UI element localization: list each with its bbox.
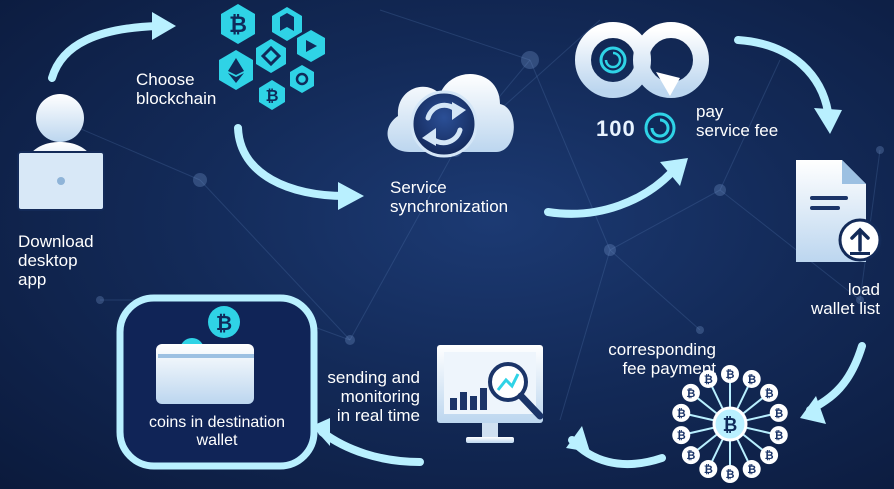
hub-node	[760, 383, 779, 402]
bitcoin-icon: ₿	[216, 311, 232, 335]
bitcoin-icon: ₿	[677, 407, 686, 420]
bitcoin-icon: ₿	[726, 368, 735, 381]
bitcoin-icon: ₿	[677, 429, 686, 442]
fee-payment-label: corresponding fee payment	[608, 340, 716, 378]
arrowhead-monitor	[566, 426, 590, 452]
bitcoin-icon: ₿	[774, 429, 783, 442]
bitcoin-icon: ₿	[704, 373, 713, 386]
arrowhead-sync	[338, 182, 364, 210]
coins-destination-wallet-label: coins in destination wallet	[148, 414, 286, 449]
infinity-loop-icon	[575, 22, 709, 98]
pay-service-fee-label: pay service fee	[696, 102, 779, 140]
bitcoin-icon: ₿	[686, 387, 695, 400]
arrowhead-load	[814, 108, 842, 134]
choose-blockchain-label: Choose blockchain	[136, 70, 217, 108]
bitcoin-icon: ₿	[747, 463, 756, 476]
bitcoin-icon: ₿	[726, 468, 735, 481]
service-synchronization-label: Service synchronization	[390, 178, 509, 216]
arrow-pay-to-load	[734, 36, 832, 116]
sending-monitoring-label: sending and monitoring in real time	[327, 368, 420, 425]
hub-node	[769, 426, 788, 445]
bitcoin-icon: ₿	[723, 415, 738, 436]
bitcoin-icon: ₿	[686, 449, 695, 462]
hub-node	[681, 383, 700, 402]
bitcoin-icon: ₿	[747, 373, 756, 386]
arrow-download-to-choose	[48, 22, 162, 82]
arrowhead-choose	[152, 12, 176, 40]
document-upload-icon	[796, 160, 882, 262]
hub-node	[760, 446, 779, 465]
arrowhead-pay	[660, 158, 688, 186]
bitcoin-icon: ₿	[704, 463, 713, 476]
token-icon	[644, 112, 676, 144]
hub-node	[681, 446, 700, 465]
hub-node	[672, 403, 691, 422]
blockchain-coins-icon: ₿ ₿	[219, 4, 325, 110]
wallet-icon: ₿ ₿	[116, 294, 318, 470]
bitcoin-icon: ₿	[265, 86, 278, 105]
hub-node	[742, 460, 761, 479]
cloud-sync-icon	[387, 73, 514, 158]
arrow-sync-to-pay	[544, 168, 676, 218]
hub-node	[672, 426, 691, 445]
arrow-load-to-fee	[806, 342, 866, 414]
bitcoin-icon: ₿	[229, 13, 247, 38]
hub-center	[712, 406, 748, 442]
bitcoin-icon: ₿	[765, 387, 774, 400]
download-desktop-app-label: Download desktop app	[18, 232, 94, 289]
fee-amount: 100	[596, 116, 636, 141]
bitcoin-network-hub-icon: ₿₿₿₿₿₿₿₿₿₿₿₿₿₿₿	[672, 365, 788, 483]
load-wallet-list-label: load wallet list	[811, 280, 880, 318]
bitcoin-icon: ₿	[765, 449, 774, 462]
arrow-monitor-to-wallet	[318, 428, 424, 466]
bitcoin-icon: ₿	[774, 407, 783, 420]
user-computer-icon	[17, 94, 105, 211]
monitor-chart-icon	[437, 345, 544, 443]
arrow-choose-to-sync	[234, 124, 349, 200]
arrowhead-fee	[800, 396, 826, 424]
hub-node	[742, 369, 761, 388]
hub-node	[699, 460, 718, 479]
hub-node	[699, 369, 718, 388]
hub-node	[769, 403, 788, 422]
hub-node	[721, 465, 739, 483]
hub-node	[721, 365, 739, 383]
